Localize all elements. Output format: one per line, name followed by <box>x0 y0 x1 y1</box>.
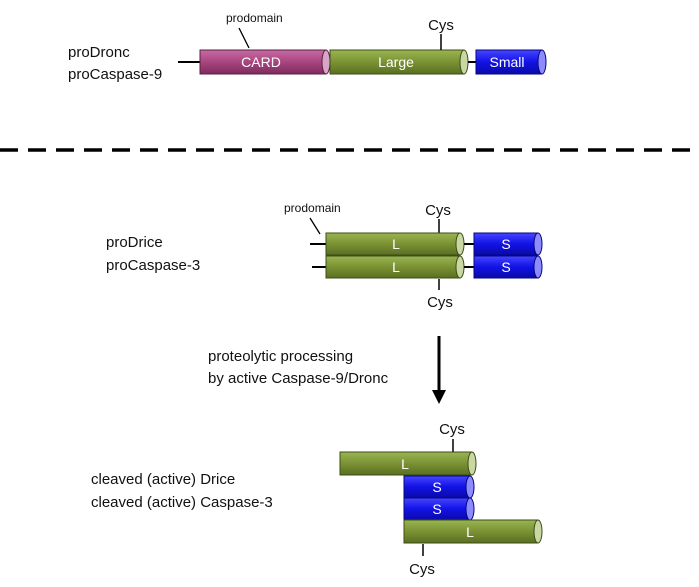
small-label-2a: S <box>501 236 510 252</box>
cys-label-3-bottom: Cys <box>409 561 435 578</box>
prodomain-pointer-2 <box>309 217 321 235</box>
prodomain-label-1: prodomain <box>226 11 283 25</box>
large-label-1: Large <box>378 54 414 70</box>
large-subunit-3a: L <box>339 451 477 476</box>
cys-label-2-top: Cys <box>425 202 451 219</box>
label-procaspase-3: proCaspase-3 <box>106 257 200 274</box>
processing-arrow-icon <box>432 336 446 404</box>
small-domain-1: Small <box>475 49 547 75</box>
large-label-2a: L <box>392 236 400 252</box>
label-cleaved-caspase-3: cleaved (active) Caspase-3 <box>91 494 273 511</box>
label-prodrice: proDrice <box>106 234 163 251</box>
cys-label-2-bottom: Cys <box>427 294 453 311</box>
large-label-3a: L <box>401 456 409 472</box>
prodomain-label-2: prodomain <box>284 201 341 215</box>
cys-label-3-top: Cys <box>439 421 465 438</box>
large-label-2b: L <box>392 259 400 275</box>
label-prodronc: proDronc <box>68 44 130 61</box>
cys-label-1: Cys <box>428 17 454 34</box>
label-cleaved-drice: cleaved (active) Drice <box>91 471 235 488</box>
large-subunit-2a: L <box>325 232 465 256</box>
small-label-2b: S <box>501 259 510 275</box>
card-domain: CARD <box>199 49 331 75</box>
small-label-3b: S <box>432 501 441 517</box>
large-subunit-3b: L <box>403 519 543 544</box>
large-label-3b: L <box>466 524 474 540</box>
small-label-1: Small <box>489 54 524 70</box>
arrow-caption-line-1: proteolytic processing <box>208 348 353 365</box>
small-subunit-3b: S <box>403 497 475 521</box>
large-domain-1: Large <box>329 49 469 75</box>
small-subunit-2b: S <box>473 255 543 279</box>
small-subunit-2a: S <box>473 232 543 256</box>
arrow-caption-line-2: by active Caspase-9/Dronc <box>208 370 389 387</box>
small-subunit-3a: S <box>403 475 475 499</box>
label-procaspase-9: proCaspase-9 <box>68 66 162 83</box>
large-subunit-2b: L <box>325 255 465 279</box>
small-label-3a: S <box>432 479 441 495</box>
card-label: CARD <box>241 54 281 70</box>
prodomain-pointer-1 <box>238 27 250 49</box>
